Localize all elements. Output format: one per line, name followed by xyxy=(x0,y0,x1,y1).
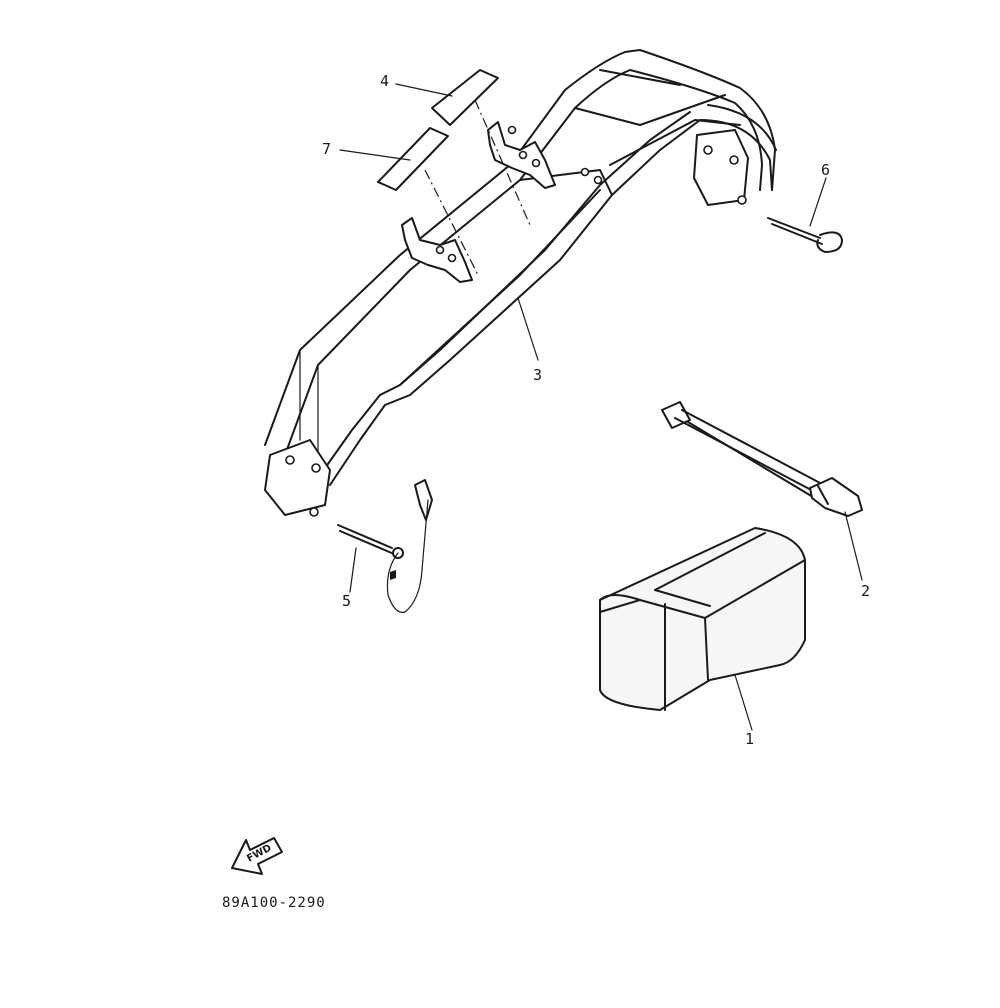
reference-code: 89A100-2290 xyxy=(222,895,326,911)
callout-part-5: 5 xyxy=(342,592,351,610)
callout-part-2: 2 xyxy=(861,582,870,600)
pin-with-cable-part-5 xyxy=(337,479,433,613)
pad-part-4 xyxy=(431,69,531,226)
strap-part-2 xyxy=(661,401,863,517)
callout-part-1: 1 xyxy=(745,730,754,748)
callout-part-6: 6 xyxy=(821,161,830,179)
pad-part-7 xyxy=(377,127,479,276)
leader-lines xyxy=(339,83,863,731)
fender-frame-part-3 xyxy=(264,49,777,517)
callout-part-3: 3 xyxy=(533,366,542,384)
callout-part-7: 7 xyxy=(322,140,331,158)
callout-part-4: 4 xyxy=(380,72,389,90)
pin-part-6 xyxy=(767,217,843,253)
box-part-1 xyxy=(599,527,806,711)
forward-arrow-icon: FWD xyxy=(231,837,283,875)
